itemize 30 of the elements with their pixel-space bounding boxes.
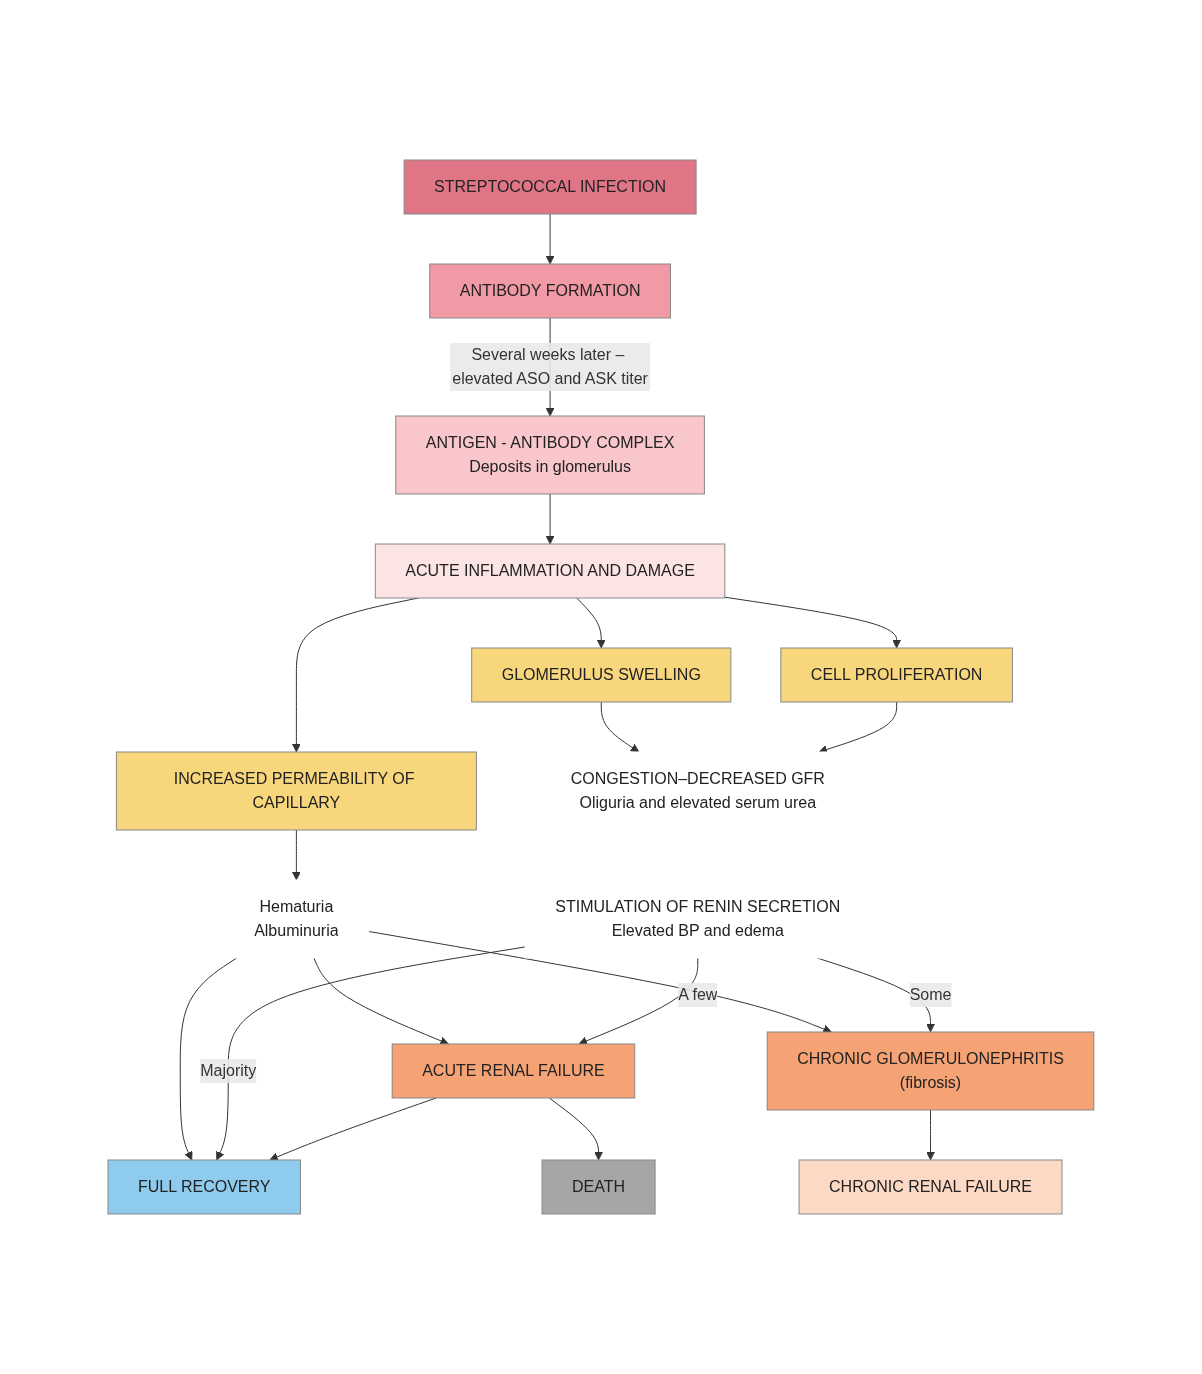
arrow (926, 1109, 935, 1161)
arrow (313, 957, 449, 1045)
arrow (576, 597, 606, 649)
arrow (600, 701, 640, 753)
arrow (545, 493, 555, 545)
edge-label: Several weeks later – elevated ASO and ASK titer (452, 346, 648, 387)
node-box: FULL RECOVERY (107, 1159, 302, 1215)
node-box: ACUTE RENAL FAILURE (391, 1043, 636, 1099)
node-box: GLOMERULUS SWELLING (471, 647, 732, 703)
arrow (179, 957, 238, 1161)
node-text: CONGESTION–DECREASED GFR Oliguria and elevated serum urea (570, 769, 825, 811)
node-text: STIMULATION OF RENIN SECRETION Elevated BP and edema (555, 897, 841, 939)
node-box: STREPTOCOCCAL INFECTION (403, 159, 697, 215)
node-box: ACUTE INFLAMMATION AND DAMAGE (374, 543, 726, 599)
arrow (292, 829, 301, 881)
edge-label: A few (678, 985, 718, 1003)
node-box: CHRONIC GLOMERULONEPHRITIS (fibrosis) (766, 1031, 1095, 1111)
arrow (548, 1097, 603, 1161)
node-box: INCREASED PERMEABILITY OF CAPILLARY (115, 751, 477, 831)
node-box: CELL PROLIFERATION (780, 647, 1013, 703)
edge-label: Some (909, 985, 952, 1003)
arrow (545, 213, 555, 265)
node-box: ANTIGEN - ANTIBODY COMPLEX Deposits in glomerulus (395, 415, 705, 495)
edge-label: Majority (200, 1061, 257, 1079)
node-box: ANTIBODY FORMATION (429, 263, 672, 319)
node-text: Hematuria Albuminuria (254, 897, 339, 939)
node-box: DEATH (541, 1159, 656, 1215)
arrow (216, 946, 526, 1161)
arrow (724, 596, 902, 649)
node-box: CHRONIC RENAL FAILURE (798, 1159, 1063, 1215)
